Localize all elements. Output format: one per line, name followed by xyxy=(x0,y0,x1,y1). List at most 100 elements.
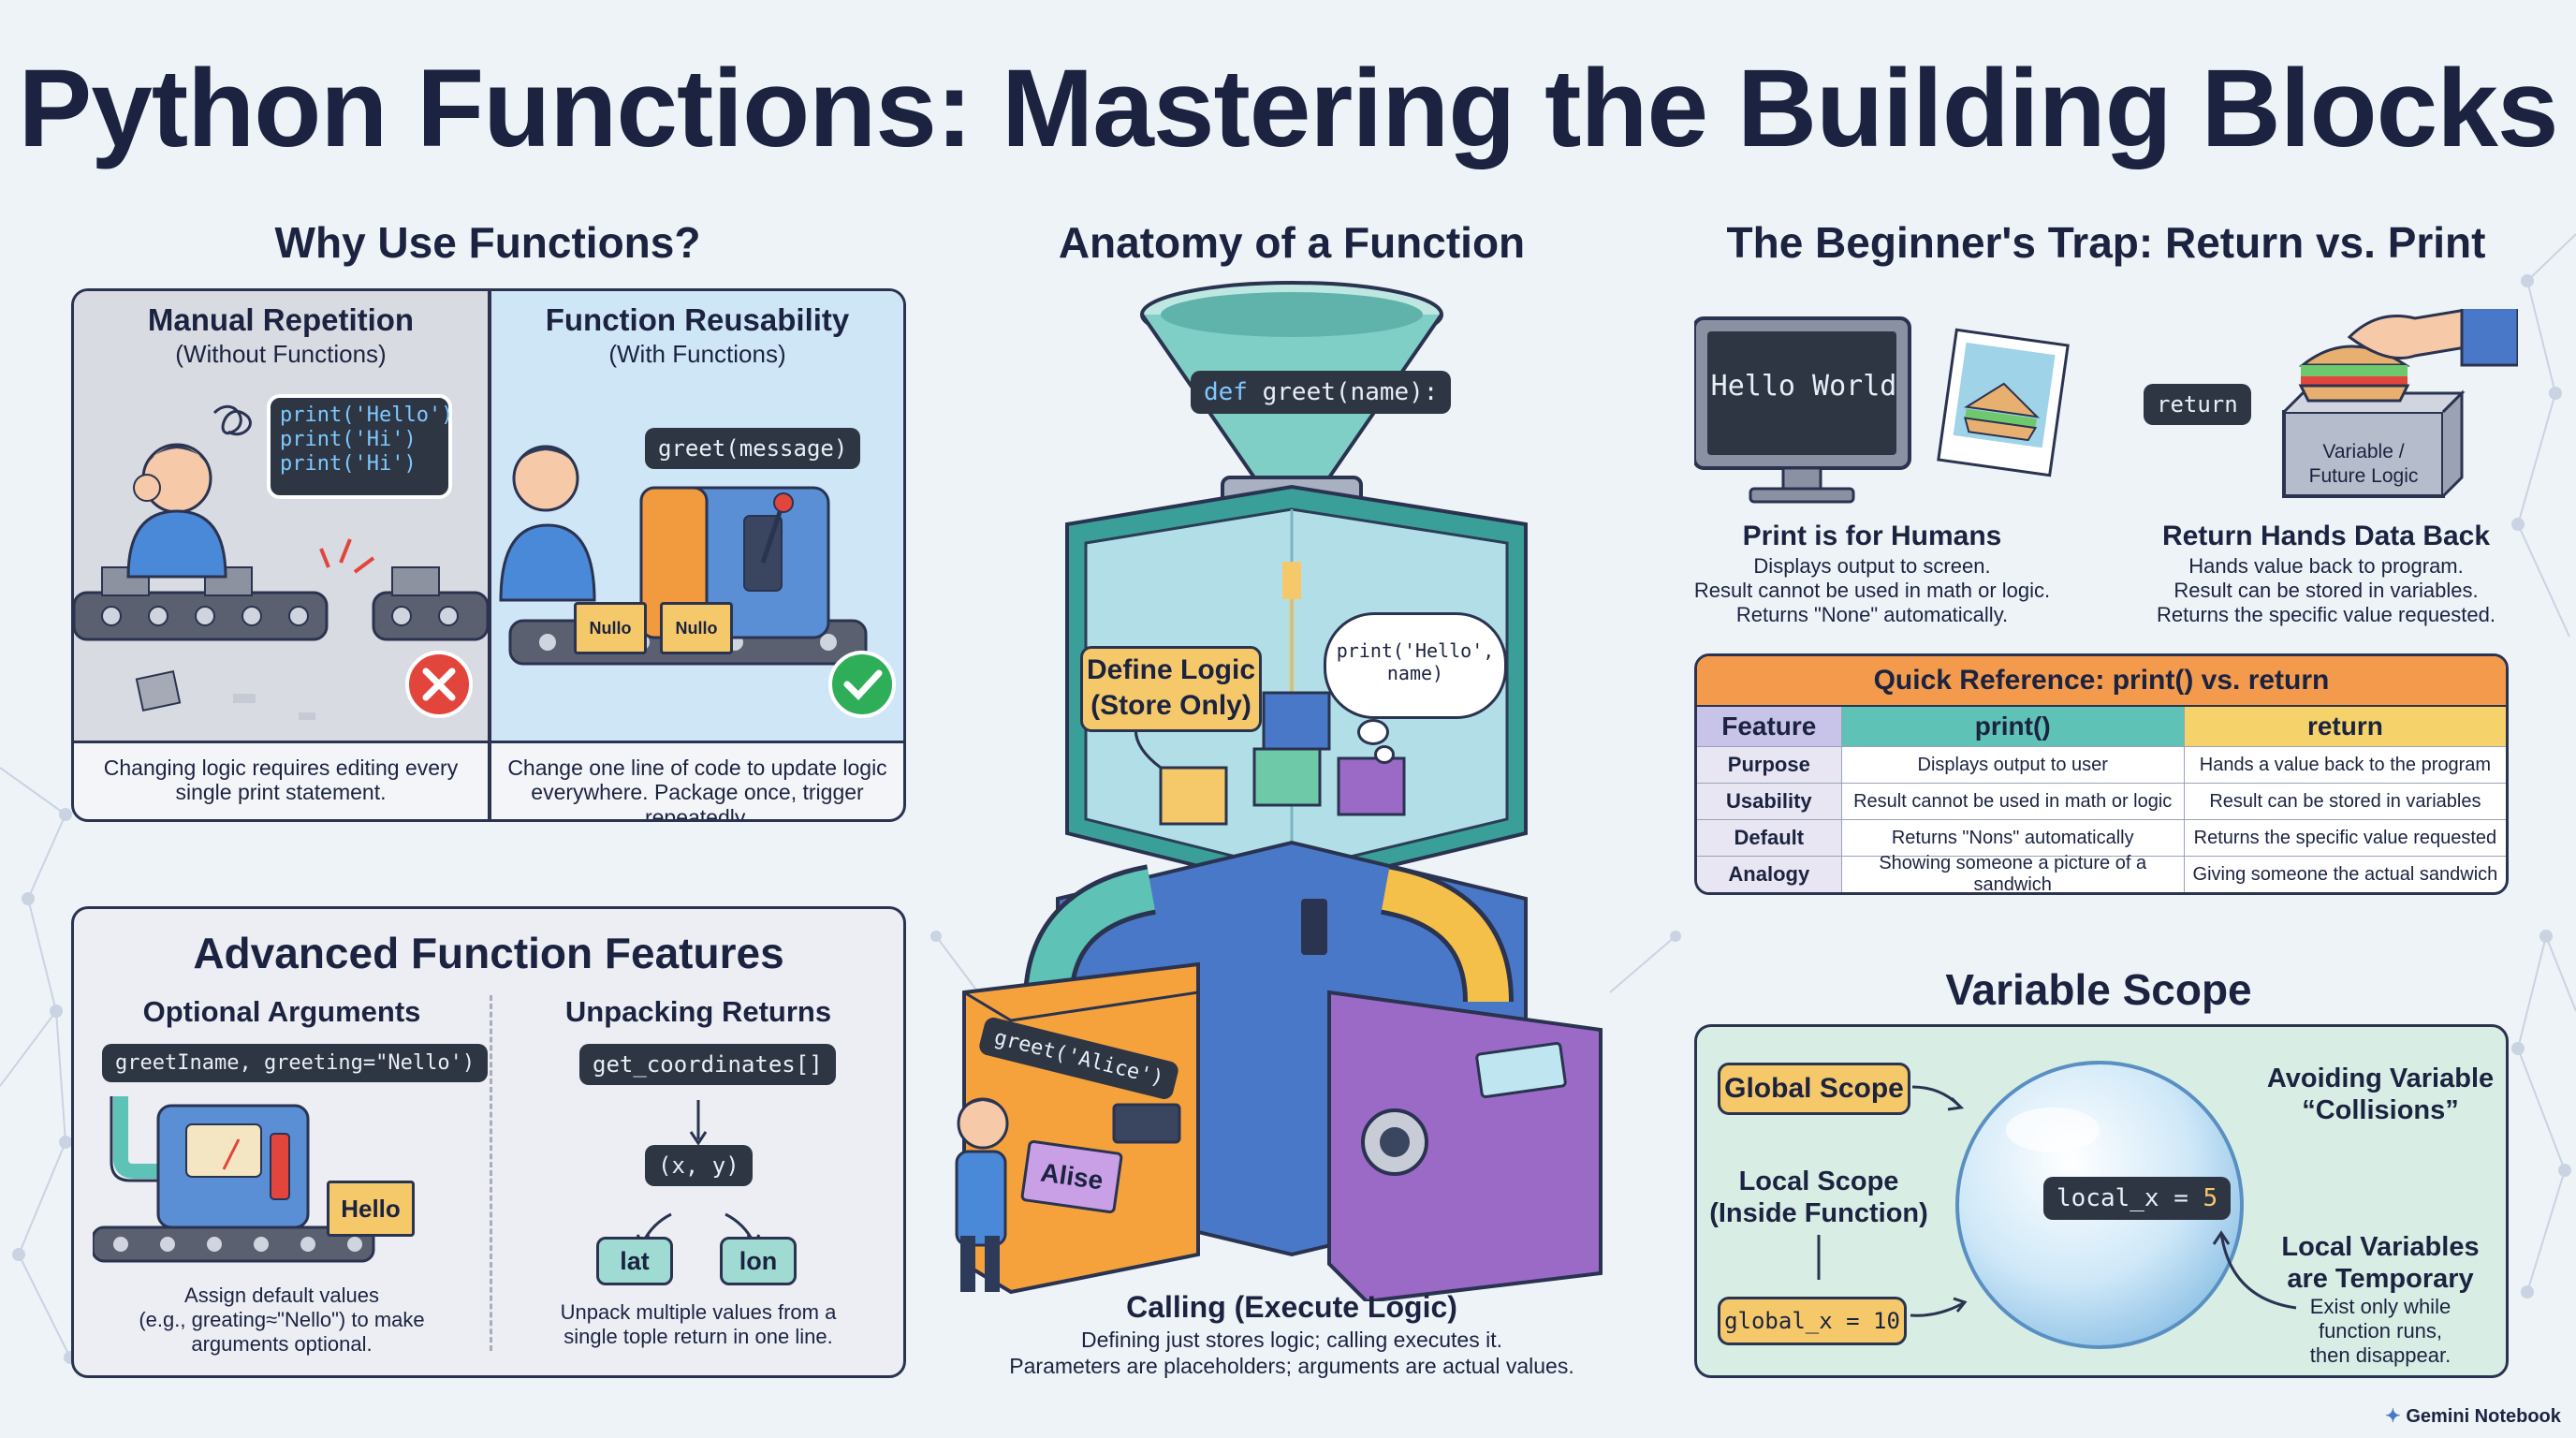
divider xyxy=(74,741,903,743)
why-section-title: Why Use Functions? xyxy=(274,218,701,267)
trap-section-title: The Beginner's Trap: Return vs. Print xyxy=(1726,218,2486,267)
quick-reference-table: Quick Reference: print() vs. return Feat… xyxy=(1694,653,2509,895)
local-variable-value: 5 xyxy=(2203,1184,2218,1212)
define-logic-line: Define Logic xyxy=(1086,654,1255,685)
table-cell: Hands a value back to the program xyxy=(2199,754,2492,775)
table-cell: Default xyxy=(1697,820,1842,856)
advanced-panel: Advanced Function Features Optional Argu… xyxy=(71,906,906,1378)
manual-code-bubble: print('Hello') print('Hi') print('Hi') xyxy=(267,394,453,499)
manual-caption: single print statement. xyxy=(175,780,387,804)
unpack-title: Unpacking Returns xyxy=(564,995,832,1028)
temporary-line: are Temporary xyxy=(2287,1264,2474,1294)
scope-panel: Global Scope Local Scope (Inside Functio… xyxy=(1694,1024,2509,1378)
thought-bubble: print('Hello', name) xyxy=(1324,612,1507,719)
hello-box: Hello xyxy=(327,1181,415,1237)
table-row: Analogy Showing someone a picture of a s… xyxy=(1697,853,2506,892)
advanced-title: Advanced Function Features xyxy=(193,929,784,977)
manual-caption: Changing logic requires editing every xyxy=(103,756,459,780)
variable-box-label: Variable / Future Logic xyxy=(2284,440,2443,489)
print-line: Returns "None" automatically. xyxy=(1735,603,2009,626)
return-line: Hands value back to program. xyxy=(2188,554,2464,578)
watermark: ✦ Gemini Notebook xyxy=(2385,1404,2561,1428)
anatomy-section-title: Anatomy of a Function xyxy=(1058,218,1526,267)
tuple-chip: (x, y) xyxy=(645,1145,753,1186)
table-cell: Showing someone a picture of a sandwich xyxy=(1842,853,2185,892)
manual-title: Manual Repetition xyxy=(147,302,415,337)
table-cell: Displays output to user xyxy=(1842,747,2185,783)
package-box: Nullo xyxy=(574,602,647,654)
lat-chip: lat xyxy=(596,1237,673,1285)
unpack-arrows xyxy=(636,1100,761,1247)
local-scope-line: Local Scope xyxy=(1738,1167,1899,1196)
thought-dot xyxy=(1374,745,1395,764)
temporary-detail: then disappear. xyxy=(2309,1343,2452,1367)
table-cell: Result can be stored in variables xyxy=(2209,790,2481,812)
table-cell: Result cannot be used in math or logic xyxy=(1842,784,2185,819)
lon-chip: lon xyxy=(720,1237,797,1285)
calling-caption: Defining just stores logic; calling exec… xyxy=(1081,1328,1502,1352)
return-line: Result can be stored in variables. xyxy=(2174,579,2479,602)
unpack-caption: single tople return in one line. xyxy=(564,1325,833,1348)
local-scope-line: (Inside Function) xyxy=(1709,1198,1928,1228)
global-scope-label: Global Scope xyxy=(1718,1063,1910,1115)
optional-code-chip: greetIname, greeting="Nello') xyxy=(102,1044,489,1082)
return-chip: return xyxy=(2144,384,2251,425)
divider xyxy=(490,995,492,1351)
temporary-detail: Exist only while xyxy=(2309,1295,2452,1318)
print-line: Result cannot be used in math or logic. xyxy=(1693,579,2051,602)
optional-caption: (e.g., greating≈"Nello") to make xyxy=(139,1308,425,1331)
optional-illustration xyxy=(93,1096,375,1263)
sparkle-icon: ✦ xyxy=(2385,1406,2401,1427)
table-row: Usability Result cannot be used in math … xyxy=(1697,784,2506,820)
print-title: Print is for Humans xyxy=(1742,521,2002,551)
def-signature: greet(name): xyxy=(1262,378,1439,406)
optional-caption: Assign default values xyxy=(184,1284,379,1307)
calling-title: Calling (Execute Logic) xyxy=(1126,1290,1457,1324)
table-row: Purpose Displays output to user Hands a … xyxy=(1697,747,2506,784)
thought-line: print('Hello', xyxy=(1336,639,1495,662)
thought-dot xyxy=(1357,719,1389,745)
reuse-subtitle: (With Functions) xyxy=(608,340,786,368)
column-header: print() xyxy=(1841,707,2185,746)
temporary-line: Local Variables xyxy=(2281,1232,2480,1262)
table-cell: Returns "Nons" automatically xyxy=(1842,820,2185,856)
reuse-caption: everywhere. Package once, trigger repeat… xyxy=(531,780,864,822)
avoid-line: “Collisions” xyxy=(2302,1095,2459,1125)
calling-caption: Parameters are placeholders; arguments a… xyxy=(1009,1354,1574,1378)
local-variable-chip: local_x = 5 xyxy=(2043,1177,2232,1220)
page-title: Python Functions: Mastering the Building… xyxy=(18,47,2559,170)
reuse-title: Function Reusability xyxy=(545,302,850,337)
unpack-caption: Unpack multiple values from a xyxy=(560,1300,837,1324)
thought-line: name) xyxy=(1386,662,1444,684)
print-line: Displays output to screen. xyxy=(1753,554,1991,578)
table-cell: Purpose xyxy=(1697,747,1842,783)
avoid-line: Avoiding Variable xyxy=(2266,1064,2495,1093)
why-panel: Manual Repetition (Without Functions) xyxy=(71,288,906,822)
temporary-detail: function runs, xyxy=(2318,1319,2443,1343)
avoid-collisions-label: Avoiding Variable “Collisions” xyxy=(2259,1063,2502,1126)
def-keyword: def xyxy=(1204,378,1248,406)
local-variable-name: local_x = xyxy=(2056,1184,2203,1212)
table-cell: Usability xyxy=(1697,784,1842,819)
def-code-chip: def greet(name): xyxy=(1191,371,1452,414)
scope-section-title: Variable Scope xyxy=(1945,965,2252,1014)
package-box: Nullo xyxy=(660,602,733,654)
table-row: Default Returns "Nons" automatically Ret… xyxy=(1697,820,2506,857)
unpack-code-chip: get_coordinates[] xyxy=(579,1044,836,1085)
code-line: print('Hi') xyxy=(280,428,417,451)
table-cell: Giving someone the actual sandwich xyxy=(2192,863,2498,885)
manual-subtitle: (Without Functions) xyxy=(175,340,387,368)
global-variable-chip: global_x = 10 xyxy=(1718,1297,1907,1345)
define-logic-line: (Store Only) xyxy=(1090,690,1251,721)
screen-output: Hello World xyxy=(1710,370,1897,403)
table-header-row: Feature print() return xyxy=(1697,707,2506,747)
return-line: Returns the specific value requested. xyxy=(2157,603,2496,626)
reuse-code-chip: greet(message) xyxy=(645,428,861,469)
divider xyxy=(488,291,491,819)
manual-illustration xyxy=(74,404,488,720)
local-scope-label: Local Scope (Inside Function) xyxy=(1706,1166,1931,1229)
variable-box-line: Future Logic xyxy=(2308,465,2419,487)
table-cell: Returns the specific value requested xyxy=(2193,827,2497,848)
table-cell: Analogy xyxy=(1697,857,1842,892)
temporary-label: Local Variables are Temporary Exist only… xyxy=(2259,1231,2502,1368)
